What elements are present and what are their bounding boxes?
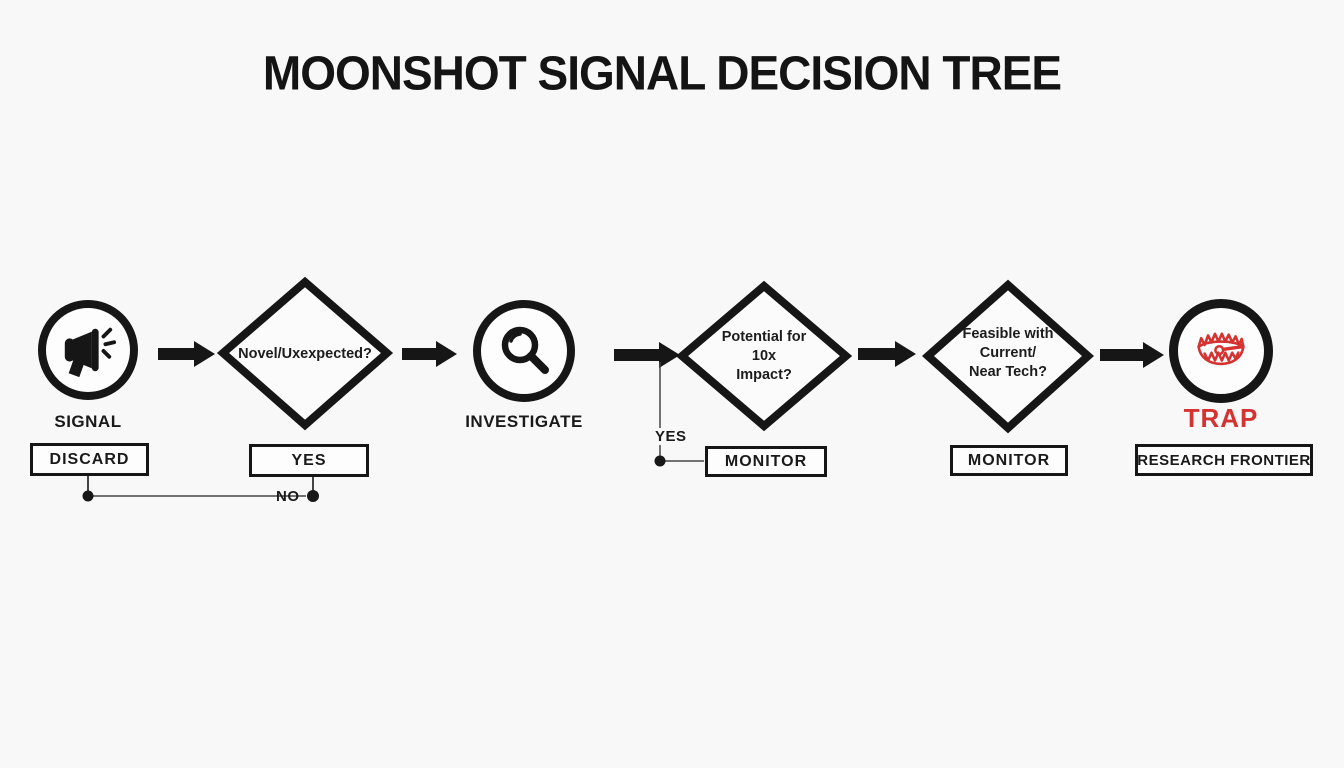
trap-icon [1197,332,1245,366]
impact-question-line: Potential for [721,329,807,345]
flow-arrows [158,341,1164,368]
outcome-connectors [87,362,704,497]
novelty-decision-diamond [216,276,394,431]
monitor-outcome-box-2: MONITOR [950,445,1068,476]
signal-node-label: SIGNAL [54,412,122,431]
arrow-impact-to-feasibility [858,341,916,367]
no-junction-dot [307,490,319,502]
impact-question-line: Impact? [736,367,792,383]
trap-node [1169,299,1273,403]
investigate-node-label: INVESTIGATE [465,412,583,431]
signal-node [38,300,138,400]
megaphone-icon [64,327,117,378]
discard-outcome-box: DISCARD [30,443,149,476]
discard-junction-dot [82,490,94,502]
impact-question-line: 10x [751,348,777,364]
feasibility-question-line: Feasible with [962,326,1054,342]
decision-diamonds [216,276,1095,434]
no-edge-label: NO [276,488,300,505]
impact-question: Potential for 10x Impact? [694,328,834,385]
magnifier-icon [501,326,549,374]
feasibility-question: Feasible with Current/ Near Tech? [938,325,1078,382]
yes-outcome-box: YES [249,444,369,477]
trap-node-label: TRAP [1183,403,1259,433]
research-frontier-outcome-box: RESEARCH FRONTIER [1135,444,1313,476]
arrow-signal-to-novelty [158,341,215,367]
yes-junction-dot [654,455,666,467]
novelty-question: Novel/Uxexpected? [238,346,372,362]
feasibility-question-line: Current/ [979,345,1037,361]
monitor-outcome-box-1: MONITOR [705,446,827,477]
investigate-node [473,300,575,402]
feasibility-question-line: Near Tech? [969,364,1047,380]
junction-dots [82,455,666,502]
page-title: MOONSHOT SIGNAL DECISION TREE [262,45,1062,101]
arrow-feasibility-to-trap [1100,342,1164,368]
yes-edge-label: YES [652,428,690,445]
feasibility-decision-diamond [921,279,1095,434]
impact-decision-diamond [675,280,853,432]
arrow-investigate-to-impact [614,342,680,368]
arrow-novelty-to-investigate [402,341,457,367]
